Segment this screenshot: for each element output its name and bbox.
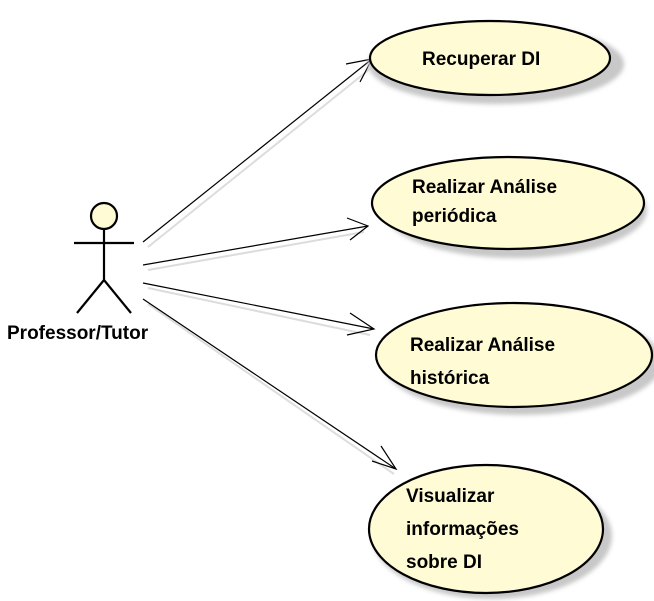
use-case-label: Visualizar informações sobre DI bbox=[406, 486, 524, 573]
arrowhead-uc2 bbox=[346, 217, 370, 241]
use-case-label-line: histórica bbox=[410, 368, 490, 389]
use-case-label-line: Visualizar bbox=[406, 486, 495, 507]
use-case-label-line: Recuperar DI bbox=[422, 49, 540, 70]
association-uc3[interactable] bbox=[142, 282, 375, 330]
use-case-visualizar-informacoes-sobre-di[interactable]: Visualizar informações sobre DI bbox=[367, 463, 612, 599]
use-case-ellipse bbox=[370, 155, 646, 251]
association-uc1[interactable] bbox=[142, 58, 373, 243]
use-case-label-line: informações bbox=[406, 519, 519, 540]
use-case-label-line: sobre DI bbox=[406, 552, 482, 573]
use-case-ellipse bbox=[368, 19, 612, 97]
use-case-label: Realizar Análise periódica bbox=[412, 177, 562, 227]
use-case-ellipse bbox=[374, 301, 654, 409]
use-case-label-line: Realizar Análise bbox=[412, 177, 557, 198]
association-shadows bbox=[147, 63, 395, 475]
actor-right-leg bbox=[103, 279, 132, 314]
use-case-realizar-analise-periodica[interactable]: Realizar Análise periódica bbox=[370, 155, 647, 258]
use-case-realizar-analise-historica[interactable]: Realizar Análise histórica bbox=[374, 301, 654, 415]
use-case-recuperar-di[interactable]: Recuperar DI bbox=[368, 19, 624, 104]
association-uc2[interactable] bbox=[142, 225, 369, 266]
associations bbox=[142, 58, 398, 471]
arrowhead-uc3 bbox=[346, 312, 376, 336]
association-uc4[interactable] bbox=[142, 298, 397, 470]
arrowhead-uc4 bbox=[371, 445, 398, 471]
stick-figure-actor-icon bbox=[74, 201, 134, 314]
actor-left-leg bbox=[76, 279, 105, 314]
actor-label: Professor/Tutor bbox=[7, 323, 149, 344]
use-case-label: Recuperar DI bbox=[422, 49, 540, 70]
actor-head bbox=[89, 201, 119, 231]
use-case-label-line: periódica bbox=[412, 206, 497, 227]
use-case-ellipse bbox=[367, 463, 605, 595]
use-case-label-line: Realizar Análise bbox=[410, 335, 555, 356]
use-case-label: Realizar Análise histórica bbox=[410, 335, 560, 389]
actor[interactable]: Professor/Tutor bbox=[7, 201, 149, 344]
